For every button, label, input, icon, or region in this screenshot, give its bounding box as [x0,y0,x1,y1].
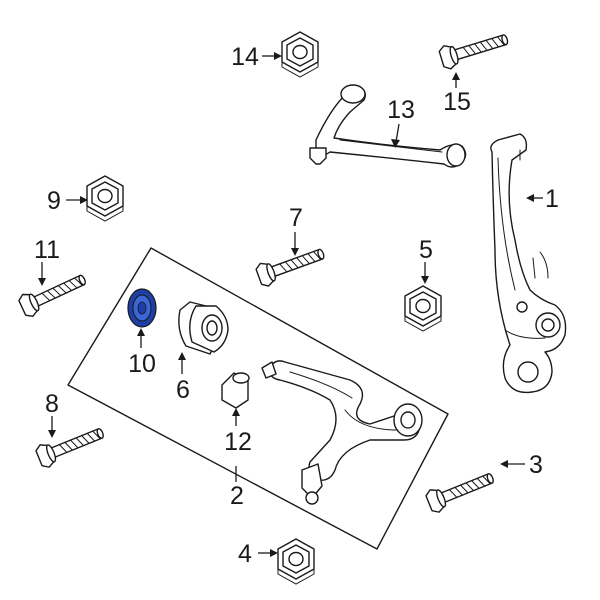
bushing-sleeve-12 [221,372,250,409]
callout-11: 11 [34,236,60,264]
callout-13: 13 [387,96,415,124]
callout-6: 6 [176,376,190,404]
lower-control-arm [261,360,423,505]
leader-arrows [38,52,543,557]
lower-arm-assembly-frame [67,247,449,550]
callout-1: 1 [545,185,559,213]
callout-12: 12 [224,428,252,456]
callout-2: 2 [230,482,244,510]
bolt-15 [437,26,512,72]
callout-9: 9 [47,187,61,215]
washer-10-highlighted [127,288,157,328]
bolt-3 [423,465,498,516]
bolt-8 [33,420,108,471]
callout-3: 3 [529,451,543,479]
callout-7: 7 [289,204,303,232]
callout-5: 5 [419,236,433,264]
nut-14 [281,31,319,78]
bushing-6 [178,301,229,355]
steering-knuckle [490,133,567,394]
upper-control-arm [309,84,467,168]
callout-15: 15 [443,88,471,116]
callout-4: 4 [238,540,252,568]
bolt-7 [254,241,329,289]
callout-14: 14 [231,43,259,71]
bolt-11 [16,267,91,320]
callout-8: 8 [45,390,59,418]
nut-5 [404,285,442,332]
callout-10: 10 [128,350,156,378]
nut-4 [277,538,315,585]
nut-9 [86,175,124,222]
